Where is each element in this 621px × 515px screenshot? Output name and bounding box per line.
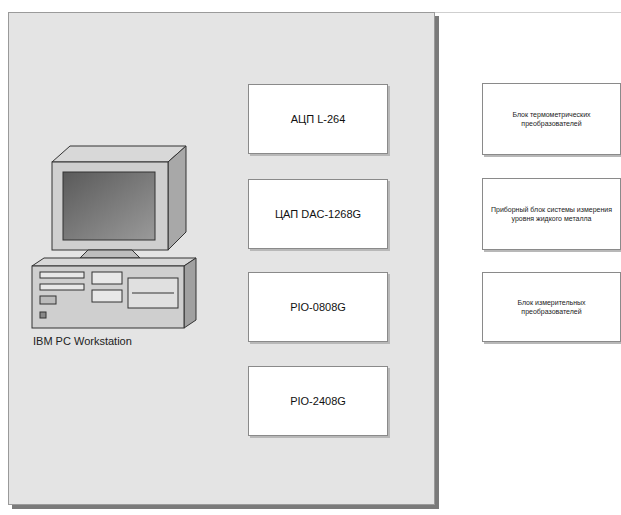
unit-box: Блок измерительных преобразователей <box>482 272 621 342</box>
top-rule <box>435 12 621 13</box>
panel-fill <box>8 12 435 505</box>
board-box: PIO-2408G <box>248 366 388 436</box>
computer-illustration <box>32 146 196 328</box>
board-box: ЦАП DAC-1268G <box>248 179 388 249</box>
box-label: Приборный блок системы измерения уровня … <box>483 202 620 226</box>
unit-box: Блок термометрических преобразователей <box>482 83 621 155</box>
workstation-panel: IBM PC Workstation АЦП L-264ЦАП DAC-1268G… <box>8 12 435 505</box>
unit-box: Приборный блок системы измерения уровня … <box>482 178 621 250</box>
box-label: АЦП L-264 <box>285 109 352 129</box>
board-box: АЦП L-264 <box>248 84 388 154</box>
box-label: Блок измерительных преобразователей <box>483 295 620 319</box>
box-label: PIO-0808G <box>284 297 352 317</box>
box-label: ЦАП DAC-1268G <box>269 204 367 224</box>
box-label: PIO-2408G <box>284 391 352 411</box>
board-box: PIO-0808G <box>248 272 388 342</box>
box-label: Блок термометрических преобразователей <box>483 107 620 131</box>
computer-label: IBM PC Workstation <box>33 335 132 347</box>
